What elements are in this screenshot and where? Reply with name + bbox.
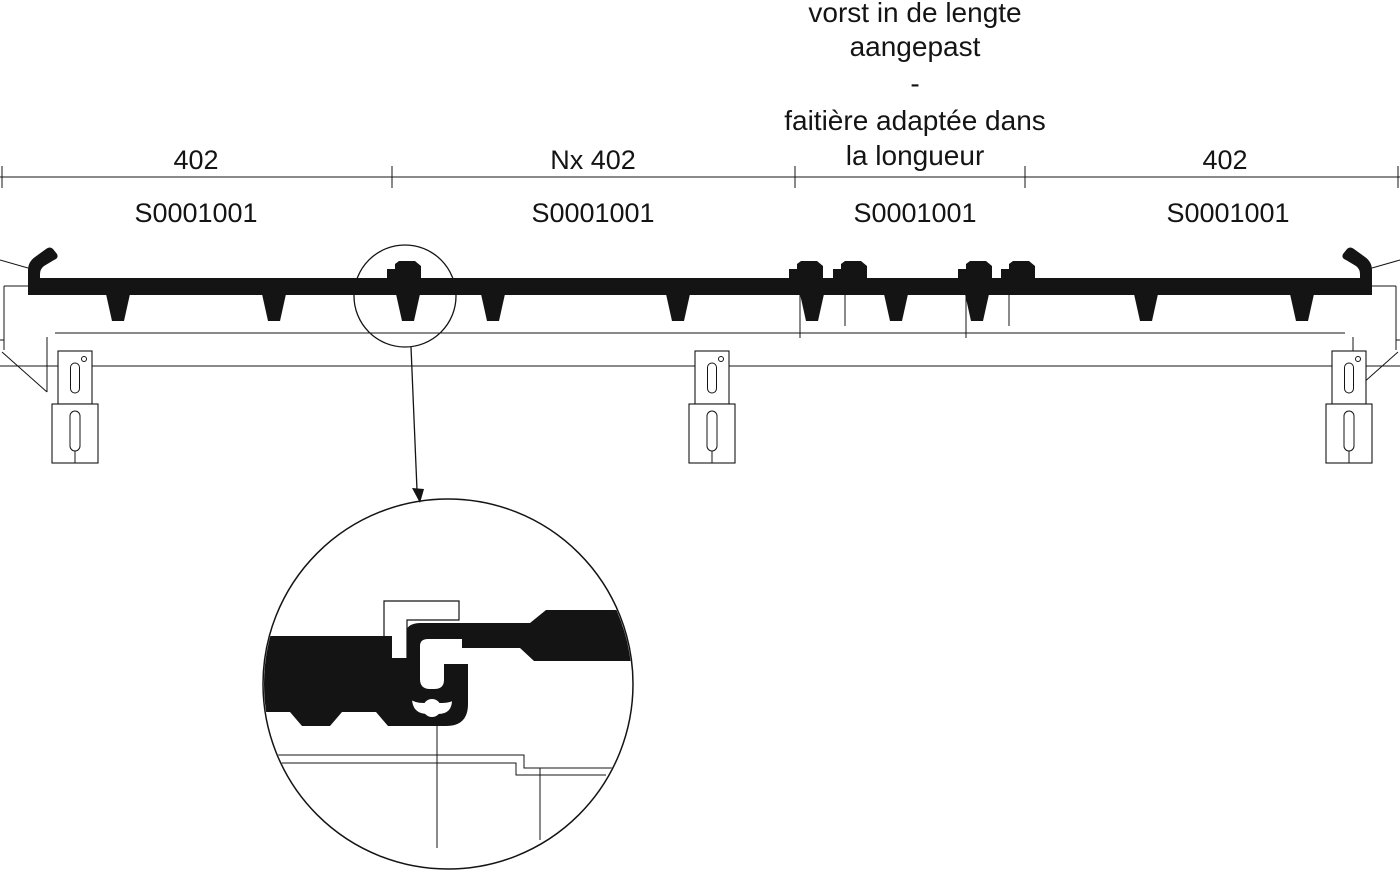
title-separator: - bbox=[910, 68, 919, 99]
part-code-label: S0001001 bbox=[853, 198, 976, 228]
detail-callout bbox=[353, 244, 457, 503]
ridge-joint-overlap bbox=[789, 261, 823, 278]
title-fr-line2: la longueur bbox=[846, 140, 985, 171]
ridge-bracket-right bbox=[1325, 350, 1373, 464]
title-block: vorst in de lengte aangepast - faitière … bbox=[784, 0, 1046, 171]
ridge-bracket-left bbox=[51, 350, 99, 464]
title-nl-line1: vorst in de lengte bbox=[808, 0, 1021, 28]
detail-batten-lines bbox=[278, 754, 612, 776]
dimension-length-label: Nx 402 bbox=[550, 145, 636, 175]
bracket-slot bbox=[707, 362, 717, 394]
ridge-joint-overlap bbox=[833, 261, 867, 278]
detail-upper-hook bbox=[404, 623, 462, 703]
ridge-hook-tab bbox=[262, 294, 286, 321]
title-nl-line2: aangepast bbox=[850, 31, 981, 62]
ridge-hook-tab bbox=[800, 294, 824, 321]
bracket-slot bbox=[70, 362, 80, 394]
leader-line bbox=[410, 346, 418, 491]
ridge-joint-overlap bbox=[1001, 261, 1035, 278]
ridge-joint-overlap bbox=[958, 261, 992, 278]
detail-reference-lines bbox=[436, 726, 541, 848]
ridge-hook-tab bbox=[1134, 294, 1158, 321]
detail-lower-tile bbox=[264, 636, 468, 726]
end-closure-outline bbox=[0, 259, 48, 393]
ridge-hook-tab bbox=[666, 294, 690, 321]
end-closure-outline bbox=[1352, 259, 1400, 393]
bracket-screw-hole bbox=[1355, 356, 1361, 362]
ridge-hook-tabs bbox=[106, 294, 1314, 321]
ridge-assembly bbox=[0, 247, 1400, 464]
ridge-hook-tab bbox=[106, 294, 130, 321]
detail-leader-arrow bbox=[410, 346, 424, 503]
ridge-joint-overlap bbox=[387, 261, 421, 278]
bracket-screw-hole bbox=[81, 356, 87, 362]
dimension-length-label: 402 bbox=[1202, 145, 1247, 175]
detail-tile-notch bbox=[423, 699, 441, 717]
ridge-profile-band bbox=[28, 278, 1372, 295]
ridge-joint-overlaps bbox=[387, 261, 1035, 278]
detail-callout-circle bbox=[353, 244, 457, 348]
end-cap-curl bbox=[28, 247, 58, 295]
ridge-hook-tab bbox=[884, 294, 908, 321]
part-code-label: S0001001 bbox=[1166, 198, 1289, 228]
arrow-head-icon bbox=[412, 488, 424, 503]
part-code-label: S0001001 bbox=[531, 198, 654, 228]
detail-upper-tile bbox=[462, 610, 632, 661]
ridge-bracket-middle bbox=[688, 350, 736, 464]
detail-view bbox=[264, 600, 632, 848]
ridge-end-left bbox=[0, 247, 58, 393]
ridge-end-right bbox=[1342, 247, 1400, 393]
dimension-chain: 402 Nx 402 402 S0001001 S0001001 S000100… bbox=[0, 145, 1400, 228]
bracket-slot bbox=[1344, 362, 1354, 394]
title-fr-line1: faitière adaptée dans bbox=[784, 105, 1046, 136]
part-code-label: S0001001 bbox=[134, 198, 257, 228]
ridge-hook-tab bbox=[1290, 294, 1314, 321]
bracket-screw-hole bbox=[718, 356, 724, 362]
ridge-hook-tab bbox=[396, 294, 420, 321]
joint-reference-lines bbox=[799, 295, 1010, 338]
ridge-hook-tab bbox=[965, 294, 989, 321]
detail-view-circle bbox=[262, 498, 634, 870]
end-cap-curl bbox=[1342, 247, 1372, 295]
dimension-length-label: 402 bbox=[173, 145, 218, 175]
ridge-hook-tab bbox=[481, 294, 505, 321]
